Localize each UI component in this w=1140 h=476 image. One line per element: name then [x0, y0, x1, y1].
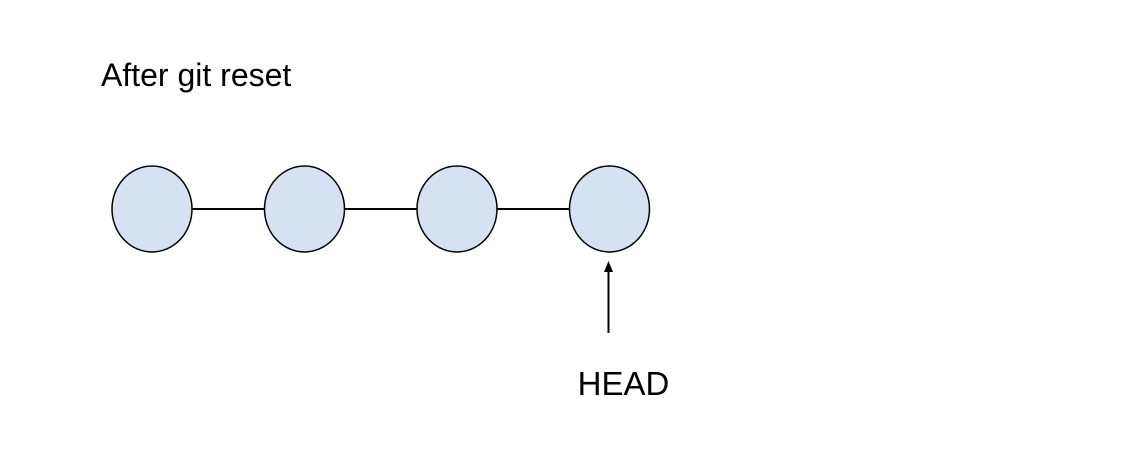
commit-node — [111, 165, 193, 253]
diagram-title: After git reset — [101, 57, 291, 93]
commit-nodes — [111, 165, 651, 253]
commit-node — [416, 165, 498, 253]
commit-node — [263, 165, 346, 253]
head-label: HEAD — [578, 365, 670, 402]
commit-node — [568, 165, 651, 253]
head-pointer: HEAD — [578, 261, 670, 402]
head-pointer-arrowhead — [604, 261, 613, 272]
